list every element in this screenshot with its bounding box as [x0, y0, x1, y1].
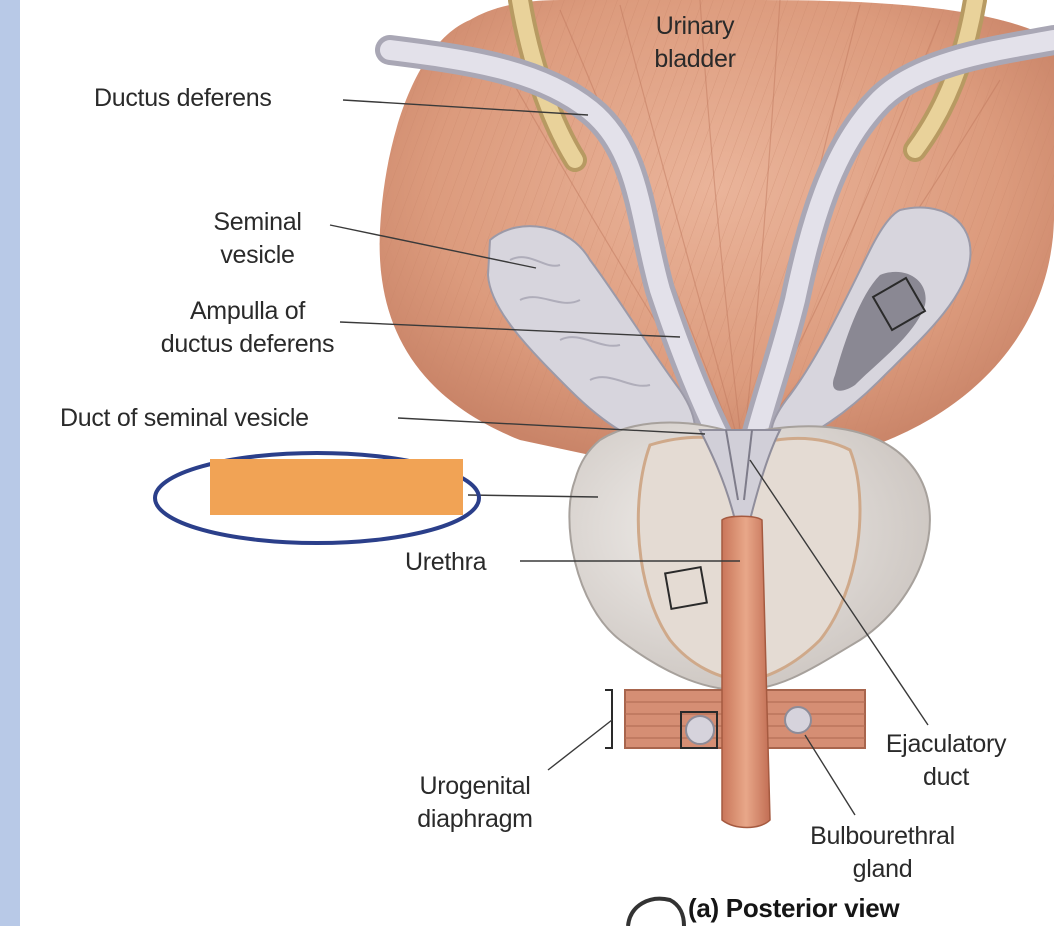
seminal-vesicle-shapes: [486, 206, 972, 452]
label-urinary-bladder-line1: Urinary: [655, 12, 735, 40]
side-strip: [0, 0, 20, 926]
label-ampulla-line2: ductus deferens: [160, 330, 335, 358]
label-cover-box: [210, 459, 463, 515]
label-urinary-bladder: Urinary bladder: [635, 10, 755, 76]
label-ejaculatory-duct-line2: duct: [922, 763, 970, 791]
label-urinary-bladder-line2: bladder: [654, 45, 736, 73]
label-ductus-deferens: Ductus deferens: [94, 84, 272, 112]
label-urethra: Urethra: [405, 548, 487, 576]
label-seminal-vesicle: Seminal vesicle: [195, 206, 320, 272]
label-ampulla-line1: Ampulla of: [189, 297, 306, 325]
label-ejaculatory-duct: Ejaculatory duct: [866, 728, 1026, 794]
ductus-deferens-shapes: [375, 25, 1054, 455]
label-bulbourethral-gland-line2: gland: [852, 855, 913, 883]
highlight-ellipse: [153, 451, 481, 545]
figure-caption: (a) Posterior view: [688, 893, 900, 923]
leader-lines: [329, 99, 929, 816]
label-urogenital-diaphragm-line2: diaphragm: [417, 805, 533, 833]
label-duct-of-seminal-vesicle: Duct of seminal vesicle: [60, 404, 309, 432]
label-ejaculatory-duct-line1: Ejaculatory: [885, 730, 1007, 758]
label-bulbourethral-gland: Bulbourethral gland: [790, 820, 975, 886]
label-urogenital-diaphragm: Urogenital diaphragm: [395, 770, 555, 836]
urethra-shape: [721, 515, 771, 829]
label-urogenital-diaphragm-line1: Urogenital: [419, 772, 531, 800]
label-seminal-vesicle-line1: Seminal: [213, 208, 302, 236]
label-seminal-vesicle-line2: vesicle: [220, 241, 295, 269]
label-bulbourethral-gland-line1: Bulbourethral: [810, 822, 955, 850]
label-ampulla: Ampulla of ductus deferens: [130, 295, 365, 361]
circle-glyph: [626, 896, 686, 927]
